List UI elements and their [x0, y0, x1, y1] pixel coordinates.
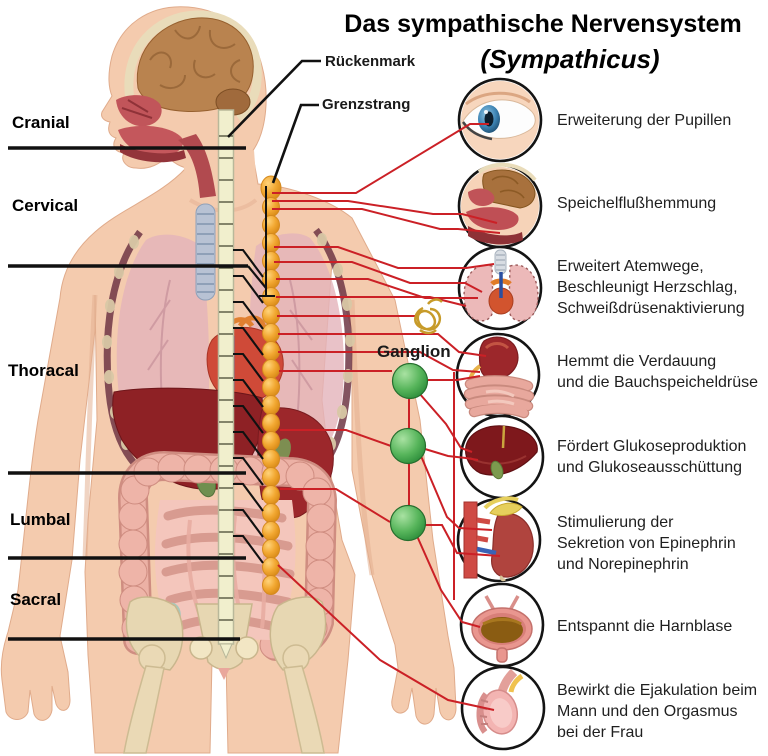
- effect-line: Schweißdrüsenaktivierung: [557, 300, 745, 317]
- effect-line: bei der Frau: [557, 724, 644, 741]
- effect-line: Beschleunigt Herzschlag,: [557, 279, 738, 296]
- bladder-icon: [471, 595, 533, 663]
- stomach-intestines-icon: [463, 336, 535, 419]
- region-label-cervical: Cervical: [12, 196, 79, 215]
- ganglia: [389, 362, 429, 542]
- effect-line: Mann und den Orgasmus: [557, 703, 738, 720]
- effect-line: Stimulierung der: [557, 514, 674, 531]
- liver-icon: [465, 425, 538, 480]
- spinal-cord-callout: Rückenmark: [325, 53, 416, 70]
- eye-icon: [461, 81, 539, 159]
- sympathetic-trunk-callout: Grenzstrang: [322, 96, 411, 113]
- red-nerve-lines: [272, 123, 501, 711]
- effect-label-glucose: Fördert Glukoseproduktion und Glukoseaus…: [557, 436, 746, 478]
- region-label-cranial: Cranial: [12, 113, 70, 132]
- effect-line: Speichelflußhemmung: [557, 195, 717, 212]
- effect-label-bladder: Entspannt die Harnblase: [557, 616, 732, 637]
- effect-label-ejaculation: Bewirkt die Ejakulation beim Mann und de…: [557, 680, 757, 743]
- effect-line: und Glukoseausschüttung: [557, 459, 743, 476]
- celiac-plexus-icon: [414, 298, 443, 335]
- ganglion-callout: Ganglion: [377, 342, 451, 361]
- effect-line: Erweitert Atemwege,: [557, 258, 704, 275]
- genitals-icon: [476, 668, 524, 735]
- sympathetic-trunk-chain: [260, 175, 282, 595]
- effect-line: Sekretion von Epinephrin: [557, 535, 736, 552]
- black-connector-lines: [8, 59, 321, 641]
- spinal-cord: [217, 109, 235, 660]
- effect-label-digestion: Hemmt die Verdauung und die Bauchspeiche…: [557, 351, 758, 393]
- brain-and-face-section: [116, 10, 262, 198]
- page-subtitle: (Sympathicus): [480, 44, 660, 74]
- pelvis-bones: [123, 596, 327, 754]
- effect-line: Bewirkt die Ejakulation beim: [557, 682, 758, 699]
- effect-line: und die Bauchspeicheldrüse: [557, 374, 759, 391]
- effect-line: Erweiterung der Pupillen: [557, 112, 732, 129]
- effect-label-epinephrine: Stimulierung der Sekretion von Epinephri…: [557, 512, 736, 575]
- salivary-head-icon: [461, 162, 539, 245]
- effect-line: Entspannt die Harnblase: [557, 618, 733, 635]
- effect-label-pupils: Erweiterung der Pupillen: [557, 110, 731, 131]
- lungs-heart-icon: [463, 249, 539, 322]
- page-title: Das sympathische Nervensystem: [344, 10, 742, 38]
- effect-line: Hemmt die Verdauung: [557, 353, 717, 370]
- effect-label-saliva: Speichelflußhemmung: [557, 193, 716, 214]
- organ-insets: [455, 77, 546, 751]
- region-label-lumbal: Lumbal: [10, 510, 71, 529]
- effect-line: Fördert Glukoseproduktion: [557, 438, 747, 455]
- region-label-sacral: Sacral: [10, 590, 62, 609]
- effect-line: und Norepinephrin: [557, 556, 689, 573]
- kidney-adrenal-icon: [463, 496, 534, 582]
- effect-label-airways-heart-sweat: Erweitert Atemwege, Beschleunigt Herzsch…: [557, 256, 745, 319]
- region-label-thoracal: Thoracal: [8, 361, 79, 380]
